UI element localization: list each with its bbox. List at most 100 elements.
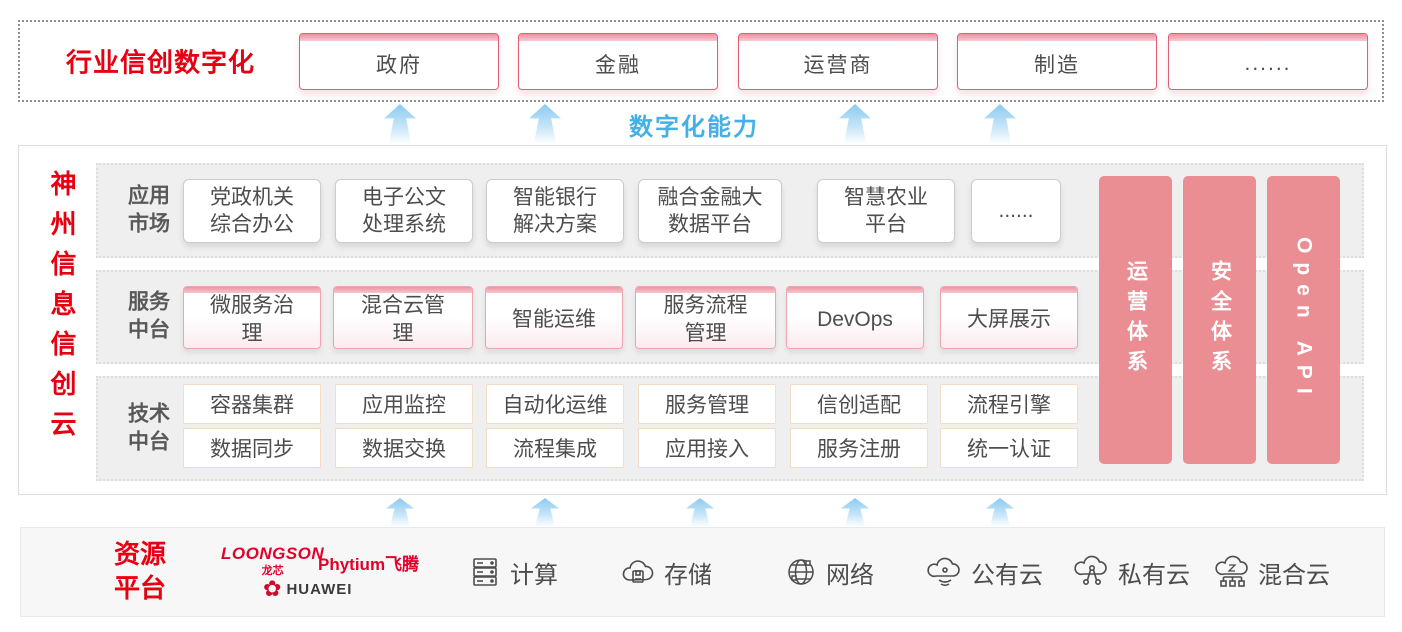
resource-item-storage: 存储 <box>619 528 712 616</box>
svc-box-service-process-mgmt: 服务流程管理 <box>635 286 776 349</box>
tech-box-label: 流程集成 <box>513 438 597 461</box>
sector-label: ...... <box>1244 51 1292 75</box>
tech-box-label: 信创适配 <box>817 394 901 417</box>
hybrid-cloud-icon <box>1215 555 1248 587</box>
pillar-operations-system: 运营体系 <box>1099 176 1172 464</box>
svc-box-dashboard-display: 大屏展示 <box>940 286 1078 349</box>
compute-server-icon <box>473 558 497 586</box>
sector-label: 政府 <box>376 53 422 77</box>
tech-box-xinchuang-adaptation: 信创适配 <box>790 384 928 424</box>
loongson-cn-wordmark: 龙芯 <box>261 565 284 577</box>
resource-item-label: 计算 <box>510 561 558 589</box>
resource-item-public-cloud: 公有云 <box>926 528 1043 616</box>
tech-box-label: 自动化运维 <box>502 394 608 417</box>
sector-label: 制造 <box>1034 53 1080 77</box>
cloud-platform-panel: 神州信息信创云 应用市场 党政机关综合办公 电子公文处理系统 智能银行解决方案 … <box>18 145 1387 495</box>
resource-item-network: 网络 <box>783 528 874 616</box>
loongson-logo: LOONGSON 龙芯 <box>221 544 324 578</box>
app-box-label: 党政机关综合办公 <box>210 185 294 236</box>
tech-box-automated-ops: 自动化运维 <box>486 384 624 424</box>
svc-box-intelligent-ops: 智能运维 <box>485 286 623 349</box>
app-box-label: 智慧农业平台 <box>844 185 928 236</box>
resource-item-label: 网络 <box>826 561 874 589</box>
tech-box-label: 应用监控 <box>362 394 446 417</box>
platform-title: 神州信息信创云 <box>47 170 77 450</box>
tech-box-service-registry: 服务注册 <box>790 428 928 468</box>
pillar-open-api: Open API <box>1267 176 1340 464</box>
app-box-smart-agriculture: 智慧农业平台 <box>817 179 955 243</box>
resource-item-compute: 计算 <box>467 528 558 616</box>
huawei-logo: ✿ HUAWEI <box>263 578 352 600</box>
pillar-label: 安全体系 <box>1208 260 1232 380</box>
app-box-smart-banking: 智能银行解决方案 <box>486 179 624 243</box>
resource-item-label: 公有云 <box>971 561 1043 589</box>
resource-platform-title: 资源平台 <box>114 539 167 603</box>
tech-box-label: 统一认证 <box>967 438 1051 461</box>
network-globe-icon <box>788 559 814 585</box>
svc-box-microservice-governance: 微服务治理 <box>183 286 321 349</box>
app-box-finance-bigdata: 融合金融大数据平台 <box>638 179 782 243</box>
up-arrow-icon <box>384 104 416 144</box>
app-box-party-gov-office: 党政机关综合办公 <box>183 179 321 243</box>
resource-item-private-cloud: 私有云 <box>1073 528 1190 616</box>
app-box-label: 电子公文处理系统 <box>362 185 446 236</box>
tech-box-label: 数据交换 <box>362 438 446 461</box>
resource-item-label: 存储 <box>664 561 712 589</box>
app-market-row: 应用市场 党政机关综合办公 电子公文处理系统 智能银行解决方案 融合金融大数据平… <box>96 163 1364 258</box>
svc-box-label: DevOps <box>817 307 893 331</box>
tech-box-label: 数据同步 <box>210 438 294 461</box>
tech-box-container-cluster: 容器集群 <box>183 384 321 424</box>
sector-label: 运营商 <box>803 53 873 77</box>
tech-box-process-engine: 流程引擎 <box>940 384 1078 424</box>
huawei-wordmark: HUAWEI <box>286 580 353 598</box>
app-box-label: ...... <box>998 199 1034 223</box>
storage-cloud-icon <box>622 560 654 583</box>
tech-platform-row: 技术中台 容器集群 应用监控 自动化运维 服务管理 信创适配 流程引擎 数据同步… <box>96 376 1364 481</box>
up-arrow-icon <box>840 498 870 527</box>
sector-government: 政府 <box>299 33 499 90</box>
tech-box-label: 应用接入 <box>665 438 749 461</box>
resource-item-label: 混合云 <box>1258 561 1330 589</box>
up-arrow-icon <box>385 498 415 527</box>
sector-finance: 金融 <box>518 33 718 90</box>
huawei-flower-icon: ✿ <box>263 576 282 601</box>
app-box-more: ...... <box>971 179 1061 243</box>
up-arrow-icon <box>839 104 871 144</box>
sector-more: ...... <box>1168 33 1368 90</box>
phytium-wordmark: Phytium飞腾 <box>318 555 420 574</box>
svc-box-devops: DevOps <box>786 286 924 349</box>
up-arrow-icon <box>984 104 1016 144</box>
tech-box-label: 容器集群 <box>210 394 294 417</box>
up-arrow-icon <box>529 104 561 144</box>
up-arrow-icon <box>685 498 715 527</box>
service-platform-row: 服务中台 微服务治理 混合云管理 智能运维 服务流程管理 DevOps 大屏展示 <box>96 270 1364 364</box>
tech-box-data-sync: 数据同步 <box>183 428 321 468</box>
tech-box-label: 流程引擎 <box>967 394 1051 417</box>
banner-title: 行业信创数字化 <box>66 47 256 78</box>
sector-label: 金融 <box>595 53 641 77</box>
app-box-label: 融合金融大数据平台 <box>657 185 763 236</box>
pillar-label: 运营体系 <box>1124 260 1148 380</box>
sector-telecom-operator: 运营商 <box>738 33 938 90</box>
public-cloud-icon <box>927 557 960 587</box>
resource-item-hybrid-cloud: 混合云 <box>1213 528 1330 616</box>
private-cloud-icon <box>1074 555 1107 585</box>
app-box-label: 智能银行解决方案 <box>513 185 597 236</box>
tech-box-label: 服务注册 <box>817 438 901 461</box>
svc-box-label: 智能运维 <box>512 307 596 331</box>
loongson-wordmark: LOONGSON <box>221 544 325 563</box>
phytium-logo: Phytium飞腾 <box>318 550 419 575</box>
svc-box-label: 微服务治理 <box>210 294 294 345</box>
tech-box-process-integration: 流程集成 <box>486 428 624 468</box>
tech-box-service-mgmt: 服务管理 <box>638 384 776 424</box>
app-box-e-document-system: 电子公文处理系统 <box>335 179 473 243</box>
industry-digitalization-banner: 行业信创数字化 政府 金融 运营商 制造 ...... <box>18 20 1384 102</box>
tech-box-app-access: 应用接入 <box>638 428 776 468</box>
tech-box-label: 服务管理 <box>665 394 749 417</box>
capability-label: 数字化能力 <box>629 114 759 141</box>
sector-manufacturing: 制造 <box>957 33 1157 90</box>
tech-platform-label: 技术中台 <box>128 402 170 454</box>
tech-box-unified-auth: 统一认证 <box>940 428 1078 468</box>
resource-platform-panel: 资源平台 LOONGSON 龙芯 Phytium飞腾 ✿ HUAWEI 计算 <box>20 527 1385 617</box>
service-platform-label: 服务中台 <box>128 290 170 342</box>
